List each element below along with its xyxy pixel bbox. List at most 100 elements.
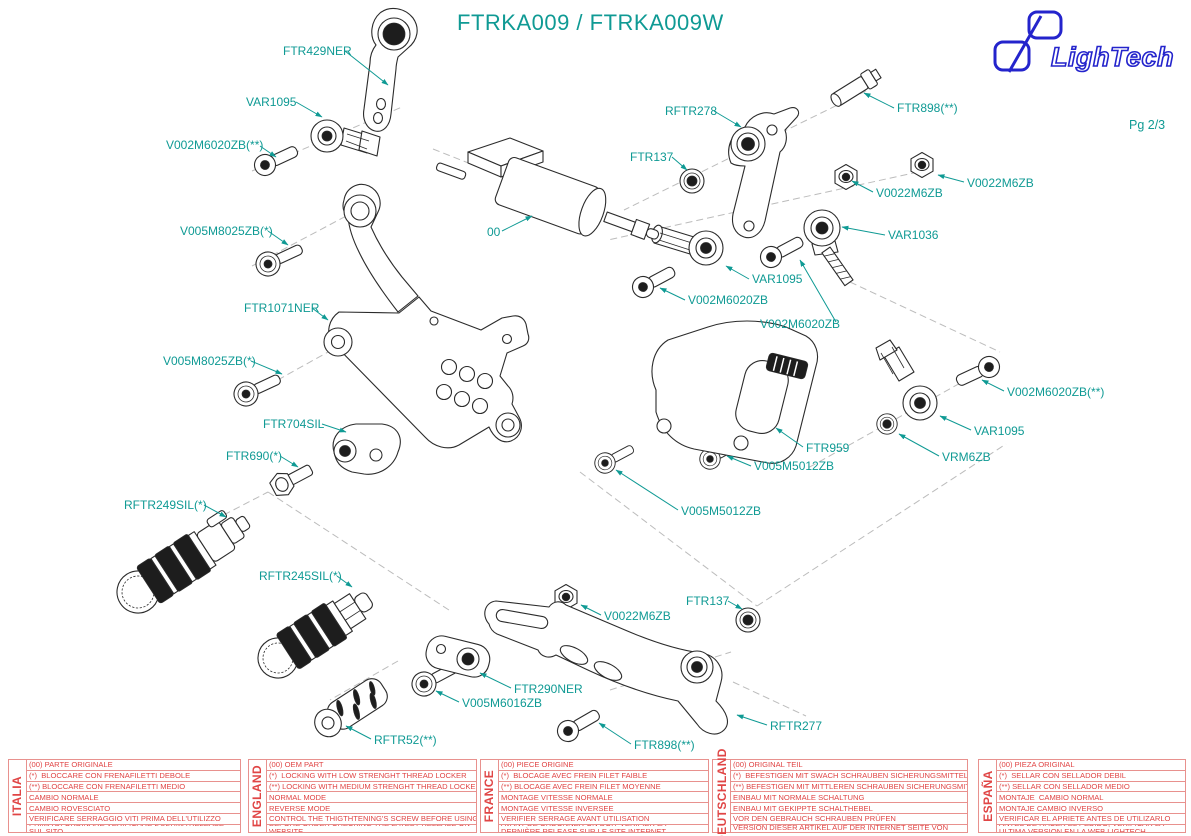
legend-row: (**) SELLAR CON SELLADOR MEDIO: [997, 782, 1185, 793]
leader-line: [659, 287, 686, 301]
part-label-var1095: VAR1095: [246, 95, 297, 109]
part-label-ftr690: FTR690(*): [226, 449, 283, 463]
part-label-v002m6020zb: V002M6020ZB(**): [166, 138, 264, 152]
legend-row: VERIFICARE SERRAGGIO VITI PRIMA DELL'UTI…: [27, 814, 240, 825]
part-label-v002m6020zb: V002M6020ZB(**): [1007, 385, 1105, 399]
part-ftr690-bolt: [269, 464, 314, 496]
leader-line: [203, 504, 227, 518]
leader-line: [336, 575, 353, 588]
legend-row: (*) BLOCAGE AVEC FREIN FILET FAIBLE: [499, 771, 708, 782]
leader-line: [259, 145, 277, 158]
leader-line: [775, 427, 804, 448]
part-label-ftr898: FTR898(**): [897, 101, 958, 115]
legend-row: (*) SELLAR CON SELLADOR DEBIL: [997, 771, 1185, 782]
leader-line: [435, 690, 460, 703]
legend-country-text: FRANCE: [482, 769, 497, 823]
legend-row: AVANT DE ORDONNER ON DOIT VÉRIFIER LA DE…: [501, 825, 666, 832]
part-00-oem-linkage: [435, 137, 660, 240]
legend-row: (**) BEFESTIGEN MIT MITTLEREN SCHRAUBEN …: [731, 781, 967, 793]
leader-line: [799, 259, 837, 323]
legend-row: (**) BLOCAGE AVEC FREIN FILET MOYENNE: [499, 782, 708, 793]
leader-line: [615, 469, 679, 511]
leader-line: [598, 722, 632, 745]
part-label-ftr137: FTR137: [686, 594, 730, 608]
part-label-v0022m6zb: V0022M6ZB: [604, 609, 671, 623]
legend-row: (**) LOCKING WITH MEDIUM STRENGHT THREAD…: [267, 781, 476, 793]
construction-lines: [213, 85, 1007, 717]
part-rftr52: [314, 678, 388, 738]
part-rftr278: [728, 107, 800, 239]
part-label-ftr1071ner: FTR1071NER: [244, 301, 320, 315]
legend-row: BEFORE ORDER CHECKING THE LATEST RELEASE…: [269, 825, 470, 832]
part-label-v005m5012zb: V005M5012ZB: [681, 504, 762, 518]
part-ftr290ner: [425, 635, 491, 678]
leader-line: [863, 92, 895, 109]
exploded-diagram: [116, 7, 1007, 746]
part-label-ftr898: FTR898(**): [634, 738, 695, 752]
legend-rows: (00) ORIGINAL TEIL(*) BEFESTIGEN MIT SWA…: [731, 760, 967, 832]
lightech-logo: LighTech: [993, 10, 1174, 73]
part-label-v002m6020zb: V002M6020ZB: [688, 293, 769, 307]
legend-country-label: ENGLAND: [249, 760, 267, 832]
legend-row: VERIFICAR EL APRIETE ANTES DE UTILIZARLO: [997, 814, 1185, 825]
logo-d-bowl: [993, 40, 1031, 72]
leader-line: [726, 455, 752, 467]
part-var1095-top: [310, 119, 381, 157]
legend-rows: (00) PIECE ORIGINE(*) BLOCAGE AVEC FREIN…: [499, 760, 708, 832]
leader-line: [841, 225, 886, 236]
part-label-v005m8025zb: V005M8025ZB(*): [163, 354, 256, 368]
legend-country-label: ESPAÑA: [979, 760, 997, 832]
part-label-var1036: VAR1036: [888, 228, 939, 242]
leader-line: [580, 604, 602, 616]
part-label-vrm6zb: VRM6ZB: [942, 450, 991, 464]
leader-line: [671, 156, 688, 171]
legend-row: (*) LOCKING WITH LOW STRENGHT THREAD LOC…: [267, 771, 476, 782]
leader-line: [311, 307, 329, 321]
legend-row: VOR DEN GEBRAUCH SCHRAUBEN PRÜFEN: [731, 814, 967, 825]
part-rftr277: [484, 600, 728, 735]
part-label-var1095: VAR1095: [752, 272, 803, 286]
legend-row: CAMBIO ROVESCIATO: [27, 803, 240, 814]
part-label-ftr959: FTR959: [806, 441, 850, 455]
part-label-v005m5012zb: V005M5012ZB: [754, 459, 835, 473]
legend-row: ANTES DE HACER EL PEDIDO, VERIFICAR LA U…: [999, 825, 1164, 832]
part-ftr898-pin-top: [830, 68, 882, 107]
part-ftr429ner: [363, 7, 418, 132]
leader-line: [727, 600, 743, 610]
legend-row: (00) ORIGINAL TEIL: [731, 760, 967, 771]
part-label-rftr245sil: RFTR245SIL(*): [259, 569, 342, 583]
leader-line: [295, 101, 323, 118]
part-label-00: 00: [487, 225, 501, 239]
legend-country-text: ESPAÑA: [980, 770, 995, 822]
legend-table-españa: ESPAÑA(00) PIEZA ORIGINAL(*) SELLAR CON …: [978, 759, 1186, 833]
legend-row: CAMBIO NORMALE: [27, 792, 240, 804]
part-ftr704sil: [332, 423, 401, 475]
legend-row: REVERSE MODE: [267, 803, 476, 814]
legend-row: VERIFIER SERRAGE AVANT UTILISATION: [499, 814, 708, 825]
legend-row: PRIMA DI ORDINARE VERIFICARE L'ULTIMA RE…: [29, 825, 224, 832]
legend-row: NORMAL MODE: [267, 792, 476, 804]
legend-row: EINBAU MIT GEKIPPTE SCHALTHEBEL: [731, 803, 967, 814]
leader-line: [267, 230, 289, 246]
legend-row: (*) BEFESTIGEN MIT SWACH SCHRAUBEN SICHE…: [731, 771, 967, 782]
legend-row: (00) PARTE ORIGINALE: [27, 760, 240, 771]
legend-rows: (00) PARTE ORIGINALE(*) BLOCCARE CON FRE…: [27, 760, 240, 832]
legend-row: (**) BLOCCARE CON FRENAFILETTI MEDIO: [27, 782, 240, 793]
legend-row: (00) PIECE ORIGINE: [499, 760, 708, 771]
legend-row: MONTAJE CAMBIO NORMAL: [997, 792, 1185, 804]
part-label-var1095: VAR1095: [974, 424, 1025, 438]
logo-p-bowl: [1027, 10, 1063, 40]
legend-country-label: DEUTSCHLAND: [713, 748, 731, 836]
legend-table-deutschland: DEUTSCHLAND(00) ORIGINAL TEIL(*) BEFESTI…: [712, 748, 968, 836]
part-label-rftr278: RFTR278: [665, 104, 718, 118]
part-label-v005m8025zb: V005M8025ZB(*): [180, 224, 273, 238]
leader-line: [725, 265, 750, 280]
part-label-ftr429ner: FTR429NER: [283, 44, 352, 58]
legend-table-france: FRANCE(00) PIECE ORIGINE(*) BLOCAGE AVEC…: [480, 759, 709, 833]
legend-row: (00) PIEZA ORIGINAL: [997, 760, 1185, 771]
legend-country-label: FRANCE: [481, 760, 499, 832]
legend-row: MONTAGE VITESSE INVERSEE: [499, 803, 708, 814]
legend-table-italia: ITALIA(00) PARTE ORIGINALE(*) BLOCCARE C…: [8, 759, 241, 833]
logo-text: LighTech: [1051, 42, 1174, 72]
